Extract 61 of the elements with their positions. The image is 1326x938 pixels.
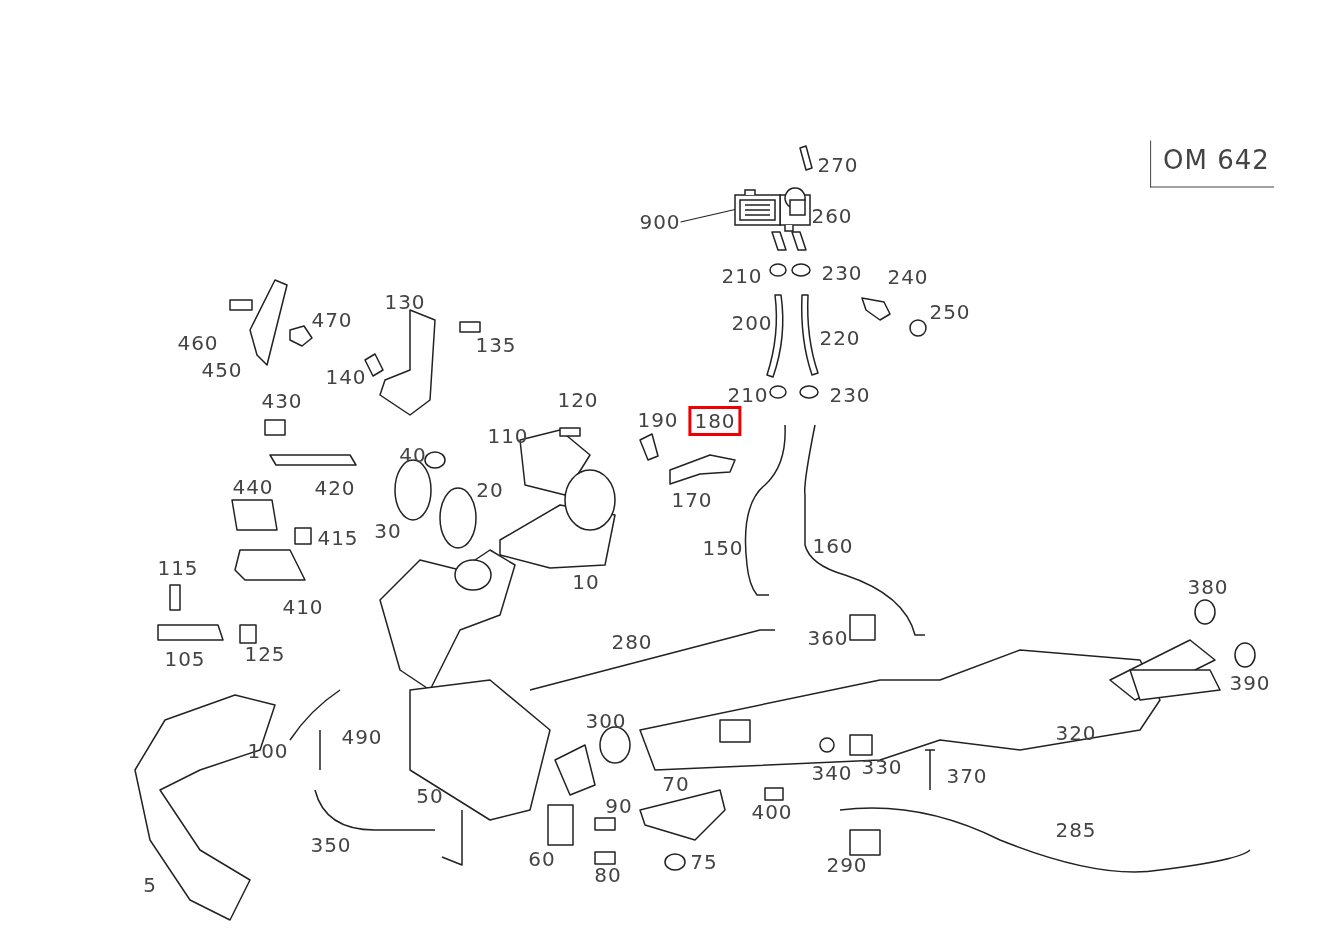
callout-number: 420 bbox=[314, 478, 356, 498]
callout-number: 470 bbox=[311, 310, 353, 330]
callout-number: 330 bbox=[861, 757, 903, 777]
callout-number: 200 bbox=[731, 313, 773, 333]
callout-number: 260 bbox=[811, 206, 853, 226]
callout-number: 280 bbox=[611, 632, 653, 652]
callout-number: 230 bbox=[821, 263, 863, 283]
sensor-drawing bbox=[734, 187, 811, 232]
callout-number: 490 bbox=[341, 727, 383, 747]
callout-number: 210 bbox=[721, 266, 763, 286]
callout-number: 900 bbox=[639, 212, 681, 232]
callout-number: 40 bbox=[399, 445, 427, 465]
callout-number: 240 bbox=[887, 267, 929, 287]
callout-number: 100 bbox=[247, 741, 289, 761]
highlighted-callout-number: 180 bbox=[688, 406, 742, 436]
callout-number: 50 bbox=[416, 786, 444, 806]
callout-number: 285 bbox=[1055, 820, 1097, 840]
callout-number: 150 bbox=[702, 538, 744, 558]
callout-number: 70 bbox=[662, 774, 690, 794]
callout-number: 290 bbox=[826, 855, 868, 875]
callout-number: 230 bbox=[829, 385, 871, 405]
callout-number: 135 bbox=[475, 335, 517, 355]
callout-number: 125 bbox=[244, 644, 286, 664]
callout-number: 270 bbox=[817, 155, 859, 175]
callout-number: 10 bbox=[572, 572, 600, 592]
leader-line bbox=[680, 208, 736, 223]
callout-number: 410 bbox=[282, 597, 324, 617]
callout-number: 5 bbox=[143, 875, 157, 895]
callout-number: 220 bbox=[819, 328, 861, 348]
callout-number: 80 bbox=[594, 865, 622, 885]
callout-number: 75 bbox=[690, 852, 718, 872]
callout-number: 210 bbox=[727, 385, 769, 405]
callout-number: 160 bbox=[812, 536, 854, 556]
callout-number: 30 bbox=[374, 521, 402, 541]
callout-number: 140 bbox=[325, 367, 367, 387]
callout-number: 60 bbox=[528, 849, 556, 869]
callout-number: 20 bbox=[476, 480, 504, 500]
callout-number: 390 bbox=[1229, 673, 1271, 693]
callout-number: 190 bbox=[637, 410, 679, 430]
callout-number: 110 bbox=[487, 426, 529, 446]
callout-number: 430 bbox=[261, 391, 303, 411]
callout-number: 300 bbox=[585, 711, 627, 731]
callout-number: 380 bbox=[1187, 577, 1229, 597]
callout-number: 370 bbox=[946, 766, 988, 786]
callout-number: 130 bbox=[384, 292, 426, 312]
callout-number: 360 bbox=[807, 628, 849, 648]
callout-number: 250 bbox=[929, 302, 971, 322]
callout-number: 400 bbox=[751, 802, 793, 822]
callout-number: 450 bbox=[201, 360, 243, 380]
callout-number: 120 bbox=[557, 390, 599, 410]
callout-number: 460 bbox=[177, 333, 219, 353]
callout-number: 415 bbox=[317, 528, 359, 548]
callout-number: 105 bbox=[164, 649, 206, 669]
callout-number: 90 bbox=[605, 796, 633, 816]
callout-number: 440 bbox=[232, 477, 274, 497]
engine-code-label: OM 642 bbox=[1150, 140, 1274, 188]
callout-number: 340 bbox=[811, 763, 853, 783]
callout-number: 350 bbox=[310, 835, 352, 855]
callout-number: 115 bbox=[157, 558, 199, 578]
callout-number: 320 bbox=[1055, 723, 1097, 743]
callout-number: 170 bbox=[671, 490, 713, 510]
